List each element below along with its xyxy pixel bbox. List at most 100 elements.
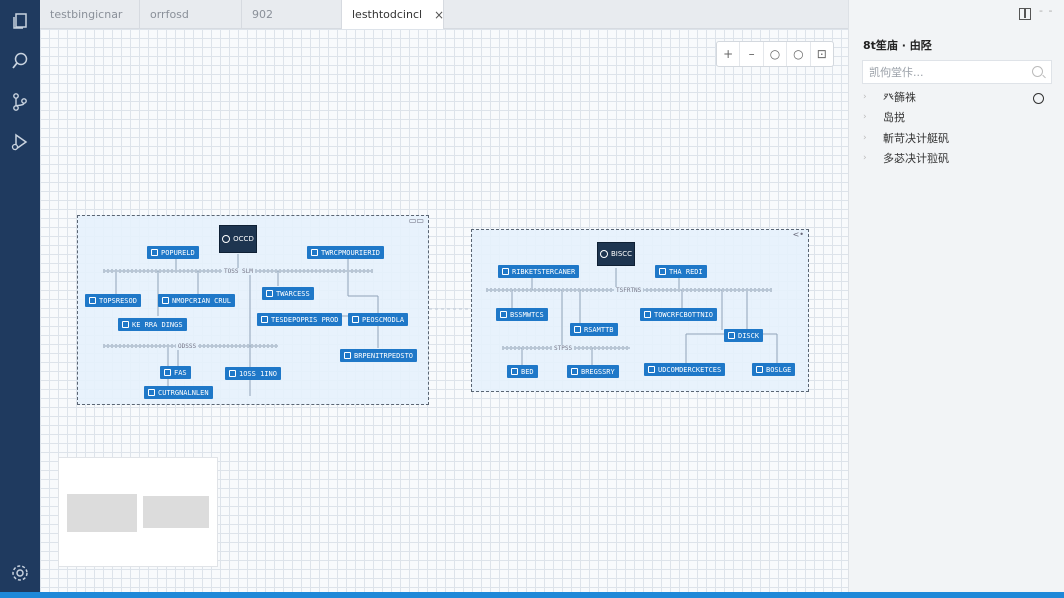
settings-gear-icon[interactable] xyxy=(7,560,33,586)
more-actions-icon[interactable]: - - xyxy=(1039,4,1054,17)
node-icon xyxy=(352,316,359,323)
zoom-out-button[interactable]: – xyxy=(740,42,764,66)
diagram-canvas[interactable]: + – ○ ○ ⊡ ▭▭ xyxy=(40,29,848,592)
diagram-node[interactable]: BRPENITRPEDSTO xyxy=(340,349,418,362)
diagram-node[interactable]: BED xyxy=(507,365,538,378)
tab-label: lesthtodcincl xyxy=(352,8,423,21)
files-icon[interactable] xyxy=(7,8,33,34)
node-icon xyxy=(311,249,318,256)
run-debug-icon[interactable] xyxy=(7,129,33,155)
node-icon xyxy=(756,366,763,373)
outline-item-label: 多苾决计翋矾 xyxy=(883,152,949,165)
node-label: BRPENITRPEDSTO xyxy=(354,351,414,360)
diagram-node[interactable]: NMOPCRIAN CRUL xyxy=(158,294,236,307)
diagram-node[interactable]: TWRCPMOURIERID xyxy=(307,246,385,259)
outline-item[interactable]: ›岛捝 xyxy=(863,108,1053,126)
node-label: TOWCRFCBOTTNIO xyxy=(654,310,714,319)
node-label: KE RRA DINGS xyxy=(132,320,183,329)
activity-bar xyxy=(0,0,40,598)
circle-icon[interactable] xyxy=(1033,93,1044,104)
diagram-node[interactable]: RSAMTTB xyxy=(570,323,618,336)
source-control-icon[interactable] xyxy=(7,89,33,115)
tab-1[interactable]: testbingicnar xyxy=(40,0,140,29)
bus-label: ODSSS xyxy=(176,343,199,350)
chevron-right-icon: › xyxy=(863,153,867,163)
diagram-node[interactable]: TESDEPOPRIS PROD xyxy=(257,313,343,326)
outline-item[interactable]: › 癶籂祩 xyxy=(863,88,1053,106)
diagram-node[interactable]: RIBKETSTERCANER xyxy=(498,265,580,278)
node-icon xyxy=(222,235,231,243)
zoom-in-button[interactable]: + xyxy=(717,42,741,66)
outline-item[interactable]: ›斬苛决计艇矾 xyxy=(863,129,1053,147)
tab-active[interactable]: lesthtodcincl × xyxy=(342,0,444,29)
diagram-group-right[interactable]: <• xyxy=(471,229,809,392)
frame-selection-button[interactable]: ⊡ xyxy=(816,47,827,61)
node-label: THA REDI xyxy=(669,267,703,276)
node-label: NMOPCRIAN CRUL xyxy=(172,296,232,305)
diagram-node[interactable]: TOPSRESOD xyxy=(85,294,141,307)
node-label: BREGSSRY xyxy=(581,367,615,376)
panel-title: 8t笙庙 · 甶陉 xyxy=(863,39,932,52)
diagram-node[interactable]: BOSLGE xyxy=(752,363,796,376)
node-label: 1OSS 1INO xyxy=(239,369,277,378)
diagram-node[interactable]: DISCK xyxy=(724,329,764,342)
diagram-node[interactable]: THA REDI xyxy=(655,265,707,278)
group-marker: <• xyxy=(792,230,804,239)
bus-label: TOSS SLM xyxy=(222,268,255,275)
diagram-node[interactable]: BREGSSRY xyxy=(567,365,619,378)
minimap[interactable] xyxy=(58,457,218,567)
node-icon xyxy=(644,311,651,318)
node-icon xyxy=(122,321,129,328)
tab-label: testbingicnar xyxy=(50,8,123,21)
node-icon xyxy=(162,297,169,304)
search-input[interactable] xyxy=(863,61,1023,84)
diagram-node[interactable]: POPURELD xyxy=(147,246,199,259)
node-icon xyxy=(500,311,507,318)
diagram-node[interactable]: FAS xyxy=(160,366,191,379)
outline-item-label: 斬苛决计艇矾 xyxy=(883,132,949,145)
root-node[interactable]: OCCD xyxy=(219,225,257,253)
connector-lines xyxy=(103,254,379,396)
panel-header: - - xyxy=(849,0,1064,29)
outline-item[interactable]: › 多苾决计翋矾 xyxy=(863,149,1053,167)
diagram-node[interactable]: BSSMWTCS xyxy=(496,308,548,321)
diagram-group-left[interactable]: ▭▭ xyxy=(77,215,429,405)
node-icon xyxy=(648,366,655,373)
node-label: TWARCESS xyxy=(276,289,310,298)
minimap-block xyxy=(67,494,137,532)
status-bar xyxy=(0,592,1064,598)
node-label: POPURELD xyxy=(161,248,195,257)
node-label: RIBKETSTERCANER xyxy=(512,267,576,276)
reset-zoom-button[interactable]: ○ xyxy=(764,42,788,66)
diagram-node[interactable]: 1OSS 1INO xyxy=(225,367,281,380)
diagram-node[interactable]: PEOSCMODLA xyxy=(348,313,409,326)
node-label: RSAMTTB xyxy=(584,325,614,334)
node-icon xyxy=(574,326,581,333)
diagram-node[interactable]: KE RRA DINGS xyxy=(118,318,187,331)
fit-view-button[interactable]: ○ xyxy=(787,42,811,66)
node-icon xyxy=(148,389,155,396)
diagram-node[interactable]: TOWCRFCBOTTNIO xyxy=(640,308,718,321)
node-label: DISCK xyxy=(738,331,760,340)
diagram-node[interactable]: CUTRGNALNLEN xyxy=(144,386,213,399)
node-icon xyxy=(261,316,268,323)
split-editor-icon[interactable] xyxy=(1019,8,1031,20)
search-icon[interactable] xyxy=(7,48,33,74)
diagram-node[interactable]: TWARCESS xyxy=(262,287,314,300)
root-node[interactable]: BISCC xyxy=(597,242,635,266)
node-icon xyxy=(728,332,735,339)
node-label: PEOSCMODLA xyxy=(362,315,405,324)
close-icon[interactable]: × xyxy=(434,7,445,22)
node-icon xyxy=(659,268,666,275)
chevron-right-icon: › xyxy=(863,92,867,102)
node-icon xyxy=(164,369,171,376)
diagram-node[interactable]: UDCOMDERCKETCES xyxy=(644,363,726,376)
outline-item-label: 癶籂祩 xyxy=(883,91,916,104)
tab-3[interactable]: 902 xyxy=(242,0,342,29)
tab-2[interactable]: orrfosd xyxy=(140,0,242,29)
editor-tab-bar: testbingicnar orrfosd 902 lesthtodcincl … xyxy=(40,0,848,29)
search-icon[interactable] xyxy=(1032,66,1043,77)
outline-item-label: 岛捝 xyxy=(883,111,905,124)
node-icon xyxy=(151,249,158,256)
node-label: CUTRGNALNLEN xyxy=(158,388,209,397)
